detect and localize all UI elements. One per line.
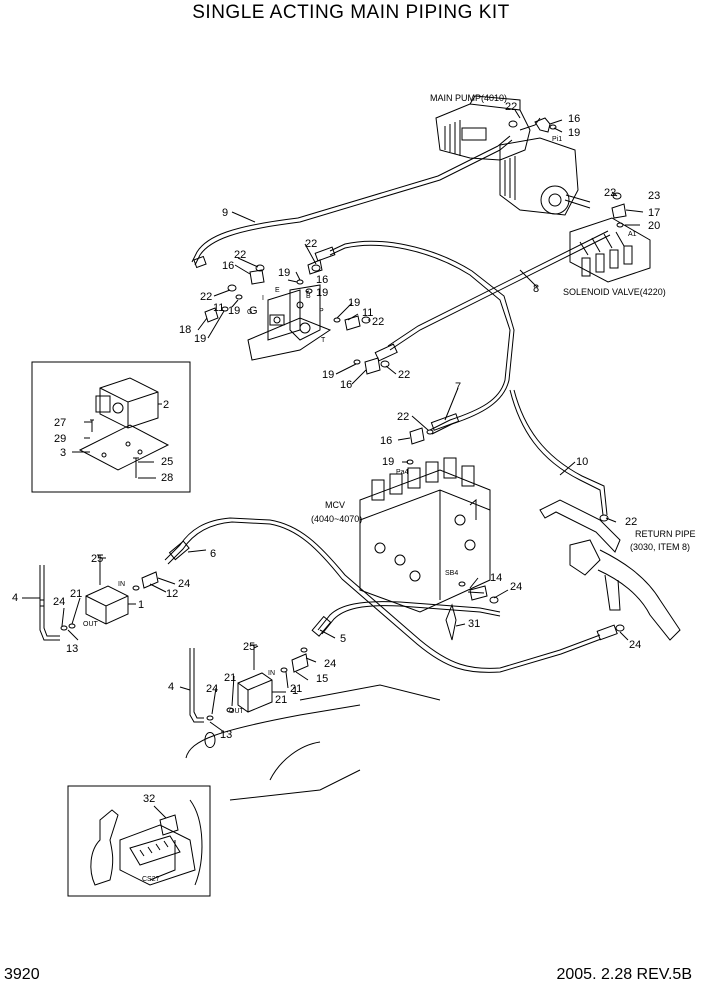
leader-lines: [22, 109, 644, 819]
callout-number: 5: [340, 633, 346, 645]
return-pipe: [539, 499, 681, 641]
callout-number: 22: [397, 411, 409, 423]
main-pump-label: MAIN PUMP(4010): [430, 93, 507, 103]
callout-number: 12: [166, 588, 178, 600]
callout-number: 22: [505, 101, 517, 113]
callout-number: 22: [625, 516, 637, 528]
control-block: [247, 284, 332, 361]
page-title: SINGLE ACTING MAIN PIPING KIT: [192, 2, 510, 23]
callout-number: 17: [648, 207, 660, 219]
callout-number: 22: [604, 187, 616, 199]
callout-number: 25: [91, 553, 103, 565]
port-label: B: [306, 293, 311, 300]
port-label: P: [319, 308, 324, 315]
mcv-label: MCV: [325, 500, 345, 510]
pedal-valve-right: [189, 644, 309, 723]
callout-number: 25: [243, 641, 255, 653]
callout-number: 24: [324, 658, 336, 670]
callout-number: 24: [53, 596, 65, 608]
solenoid-valve-label: SOLENOID VALVE(4220): [563, 287, 666, 297]
callout-number: 21: [275, 694, 287, 706]
solenoid-valve: [569, 217, 651, 283]
callout-number: 29: [54, 433, 66, 445]
callout-number: 24: [178, 578, 190, 590]
callout-number: 19: [568, 127, 580, 139]
callout-number: 21: [290, 683, 302, 695]
callout-number: 13: [220, 729, 232, 741]
port-label: A1: [628, 231, 637, 238]
diagram-linework: [22, 95, 681, 897]
callout-number: 16: [340, 379, 352, 391]
callout-number: 11: [213, 302, 224, 314]
callout-number: 24: [629, 639, 641, 651]
callout-number: 22: [398, 369, 410, 381]
callout-number: 19: [278, 267, 290, 279]
return-pipe-ref-label: (3030, ITEM 8): [630, 542, 690, 552]
detail-inset: [31, 361, 191, 493]
callout-number: 25: [161, 456, 173, 468]
port-label: OUT: [229, 708, 245, 715]
callout-number: 23: [648, 190, 660, 202]
callout-number: 11: [362, 307, 373, 319]
callout-number: 10: [576, 456, 588, 468]
port-label: IN: [118, 581, 125, 588]
revision-date: 2005. 2.28 REV.5B: [556, 966, 692, 983]
port-label: Pa4: [396, 469, 409, 476]
callout-number: 9: [222, 207, 228, 219]
callout-number: 22: [305, 238, 317, 250]
callout-number: 19: [348, 297, 360, 309]
callout-number: 28: [161, 472, 173, 484]
callout-number: 24: [206, 683, 218, 695]
port-label: CS27: [142, 876, 160, 883]
mcv-item-range-label: (4040~4070): [311, 514, 362, 524]
callout-number: 16: [380, 435, 392, 447]
callout-number: 22: [372, 316, 384, 328]
mcv: [359, 457, 491, 613]
callout-number: 19: [382, 456, 394, 468]
callout-number: 16: [316, 274, 328, 286]
port-label: I: [262, 295, 264, 302]
callout-number: 8: [533, 283, 539, 295]
callout-number: 19: [228, 305, 240, 317]
port-label: SB4: [445, 570, 458, 577]
page-number: 3920: [4, 966, 40, 983]
callout-number: 13: [66, 643, 78, 655]
callout-number: 1: [292, 685, 298, 697]
callout-number: 22: [234, 249, 246, 261]
callout-number: 3: [60, 447, 66, 459]
callout-number: 21: [70, 588, 82, 600]
return-pipe-label: RETURN PIPE: [635, 529, 696, 539]
callout-number: 2: [163, 399, 169, 411]
callout-number: 4: [168, 681, 174, 693]
callout-number: 24: [510, 581, 522, 593]
port-label: G: [247, 309, 252, 316]
main-pump: [435, 95, 591, 216]
callout-number: G: [249, 305, 258, 317]
cab-inset: [67, 785, 211, 897]
callout-number: 27: [54, 417, 66, 429]
port-label: Pi1: [552, 136, 562, 143]
callout-number: 1: [138, 599, 144, 611]
callout-number: 15: [316, 673, 328, 685]
callout-number: 19: [316, 287, 328, 299]
callout-number: 21: [224, 672, 236, 684]
callout-number: 16: [222, 260, 234, 272]
callout-number: 4: [12, 592, 18, 604]
port-label: T: [321, 337, 326, 344]
callout-number: 7: [455, 381, 461, 393]
callout-number: 32: [143, 793, 155, 805]
callout-number: 31: [468, 618, 480, 630]
callout-number: 14: [490, 572, 502, 584]
callout-number: 22: [200, 291, 212, 303]
callout-number: 20: [648, 220, 660, 232]
callout-number: 19: [194, 333, 206, 345]
port-label: E: [275, 287, 280, 294]
callout-number: 18: [179, 324, 191, 336]
port-label: OUT: [83, 621, 99, 628]
port-label: IN: [268, 670, 275, 677]
callout-number: 19: [322, 369, 334, 381]
callout-number: 16: [568, 113, 580, 125]
callout-number: 6: [210, 548, 216, 560]
